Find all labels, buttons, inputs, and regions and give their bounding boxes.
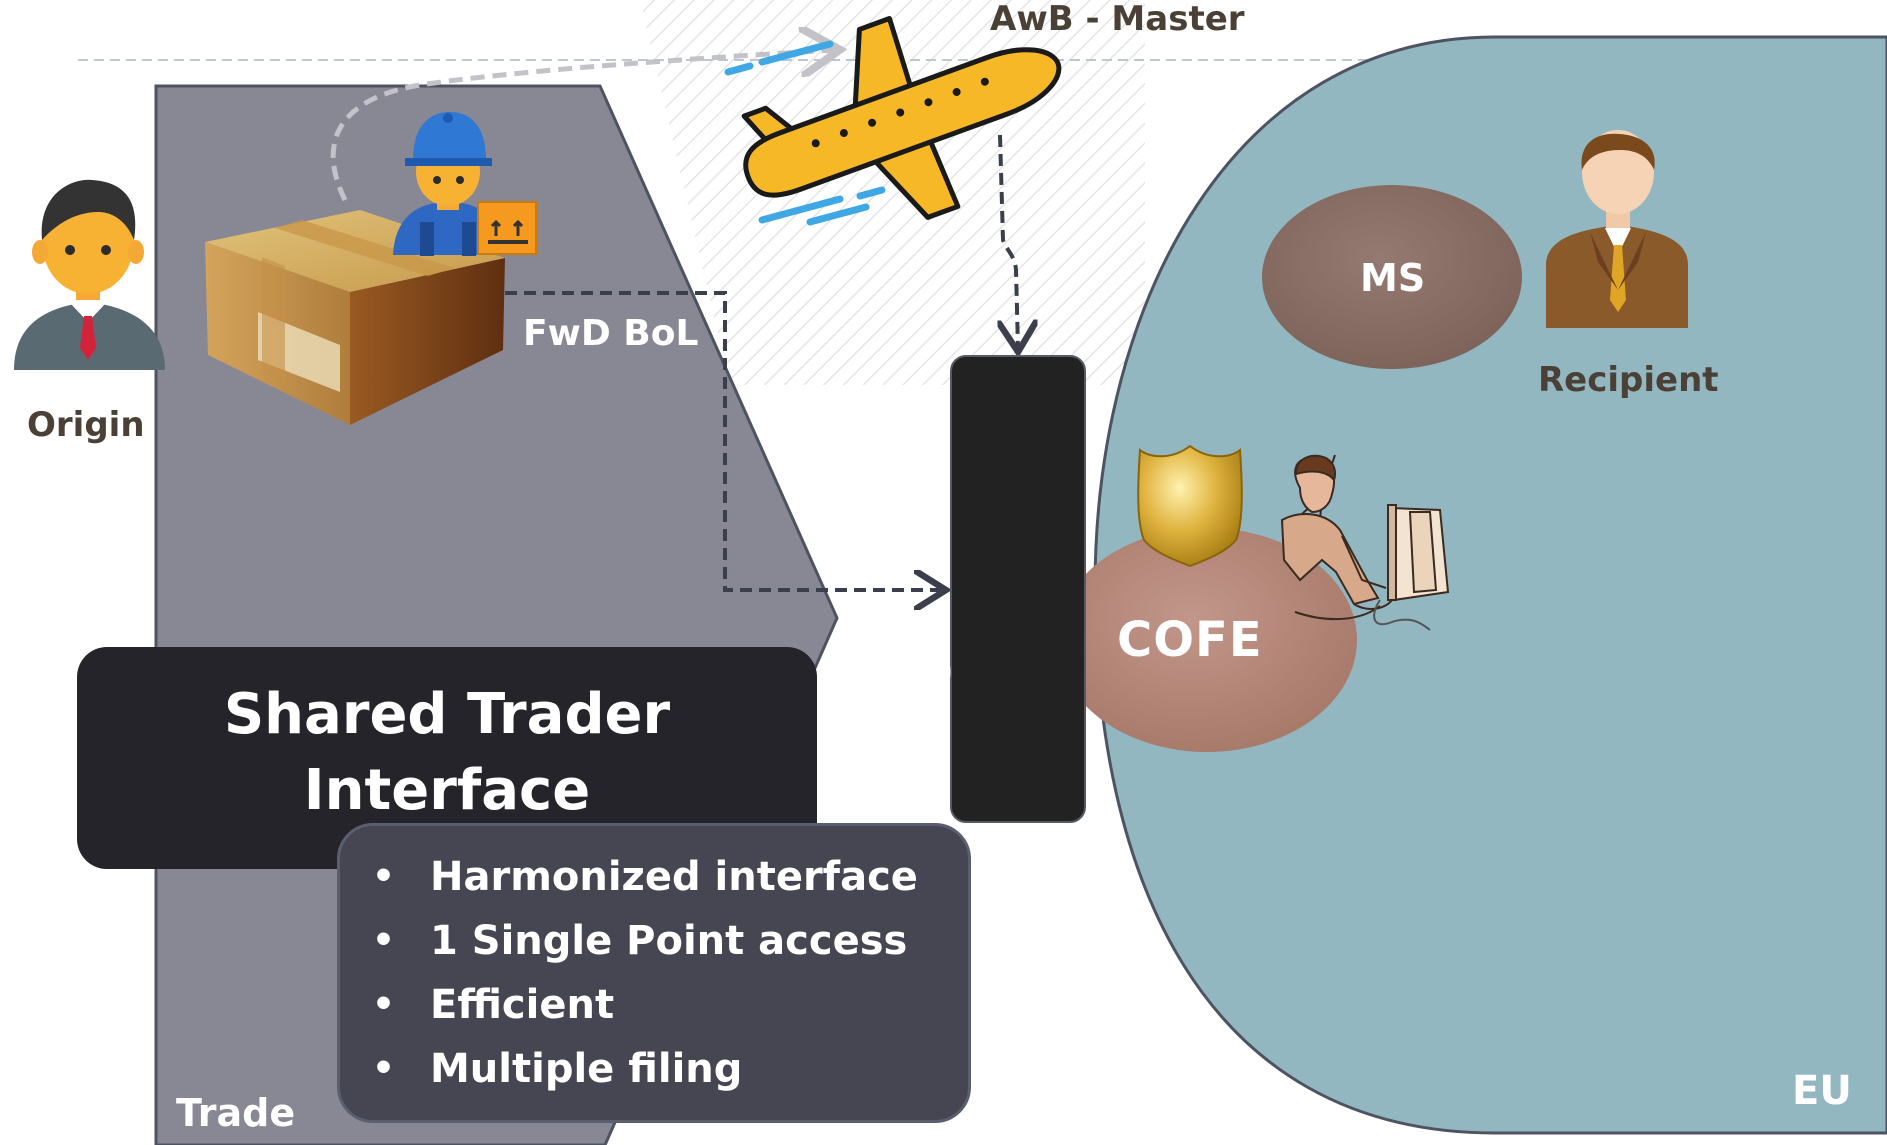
ms-label: MS	[1360, 256, 1426, 300]
delivery-worker-icon	[393, 112, 537, 256]
shared-title-line1: Shared Trader	[223, 682, 671, 747]
benefit-item: 1 Single Point access	[360, 916, 918, 980]
benefit-item: Multiple filing	[360, 1044, 918, 1108]
police-badge-icon	[1137, 444, 1243, 568]
awb-master-label: AwB - Master	[990, 0, 1245, 39]
sti-box	[950, 355, 1086, 823]
eu-zone-label: EU	[1792, 1068, 1852, 1114]
awb-arrow-to-sti	[1000, 134, 1018, 348]
shared-title-line2: Interface	[303, 758, 591, 823]
benefit-item: Harmonized interface	[360, 852, 918, 916]
recipient-label: Recipient	[1538, 360, 1719, 400]
speed-lines	[724, 40, 886, 226]
origin-label: Origin	[27, 405, 145, 445]
shared-trader-interface-title: Shared Trader Interface	[77, 677, 817, 829]
ms-ellipse	[1262, 185, 1522, 369]
benefit-item: Efficient	[360, 980, 918, 1044]
cargo-box-icon	[205, 210, 505, 425]
recipient-person-icon	[1546, 130, 1688, 328]
airplane-icon	[741, 16, 1062, 220]
trade-zone-label: Trade	[176, 1091, 296, 1135]
fwd-bol-label: FwD BoL	[523, 313, 699, 354]
cofe-label: COFE	[1117, 612, 1263, 668]
sti-label: STI	[889, 650, 962, 773]
customs-officer-at-computer-icon	[1280, 454, 1450, 631]
origin-person-icon	[14, 179, 165, 370]
benefits-list: Harmonized interface 1 Single Point acce…	[360, 852, 918, 1108]
bol-arrow-to-sti	[505, 291, 942, 590]
cofe-ellipse	[1057, 528, 1357, 752]
shipment-path-to-plane	[330, 50, 835, 202]
